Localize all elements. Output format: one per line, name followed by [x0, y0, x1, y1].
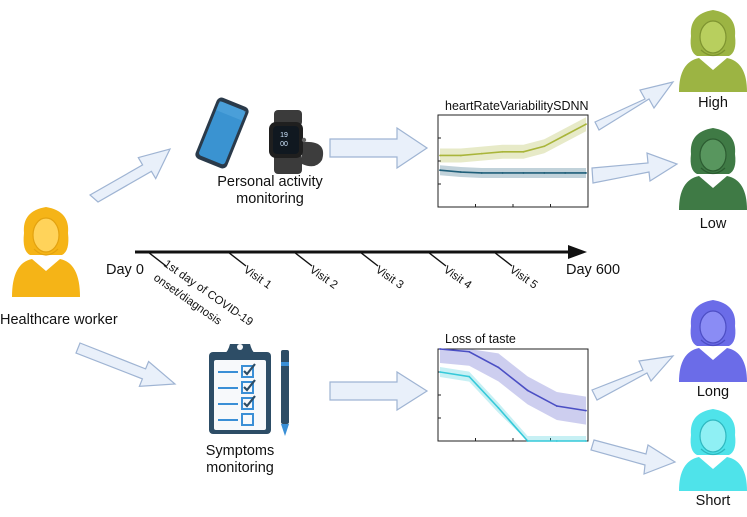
taste-point-1-2: [497, 406, 500, 409]
arrow-to-low: [591, 152, 679, 184]
arrow-to-symptoms: [75, 342, 177, 387]
activity-label-line1: Personal activity: [217, 174, 323, 190]
arrow-activity-to-chart: [329, 126, 429, 170]
arrow-to-short: [590, 439, 677, 475]
symptoms-label-line2: monitoring: [206, 460, 274, 476]
hrv-point-0-0: [439, 154, 441, 157]
taste-point-0-0: [439, 348, 441, 350]
chart-hrv-title: heartRateVariabilitySDNN: [445, 99, 589, 113]
arrow-to-high: [594, 81, 675, 131]
smartphone-icon: [195, 97, 249, 169]
outcome-short-label: Short: [695, 493, 731, 509]
tick-visit-3: [359, 251, 379, 267]
person-icon-low: [679, 128, 747, 210]
chart-taste-frame: [437, 348, 589, 442]
chart-hrv: [437, 114, 589, 208]
hrv-point-1-1: [459, 171, 462, 173]
taste-point-0-2: [497, 366, 500, 369]
outcome-long-label: Long: [696, 384, 730, 400]
taste-point-1-0: [439, 371, 441, 373]
chart-hrv-plot: [439, 117, 587, 178]
person-icon-high: [679, 10, 747, 92]
taste-point-0-1: [468, 350, 471, 353]
chart-hrv-ticks: [437, 114, 589, 208]
hrv-line-1: [439, 169, 586, 174]
hrv-line-0: [440, 123, 587, 157]
hrv-point-1-7: [585, 172, 587, 174]
taste-line-0: [439, 348, 587, 412]
hrv-point-0-3: [501, 150, 504, 153]
hrv-point-1-4: [522, 172, 525, 174]
arrow-symptoms-to-chart: [329, 370, 429, 412]
outcome-low-label: Low: [699, 216, 727, 232]
arrow-to-long: [591, 355, 675, 401]
timeline: [135, 245, 587, 267]
hrv-band-1: [440, 165, 586, 178]
flow-arrows: [75, 81, 679, 475]
activity-label-line2: monitoring: [236, 191, 304, 207]
taste-line-1: [439, 371, 586, 442]
timeline-end-label: Day 600: [566, 262, 621, 278]
pen-icon: [281, 350, 289, 436]
symptoms-label-line1: Symptoms: [205, 443, 275, 459]
taste-band-0: [440, 349, 586, 425]
clipboard-checklist-icon: [209, 344, 271, 434]
hrv-point-1-6: [564, 172, 567, 174]
taste-point-0-3: [526, 389, 529, 392]
hrv-point-1-5: [543, 172, 546, 174]
hrv-point-0-7: [585, 123, 587, 126]
chart-loss-of-taste: [437, 348, 589, 442]
hrv-point-1-3: [501, 172, 504, 174]
taste-point-0-5: [585, 409, 587, 412]
taste-point-1-5: [585, 440, 587, 442]
taste-point-1-4: [555, 440, 558, 442]
timeline-arrowhead: [568, 245, 587, 259]
chart-hrv-frame: [437, 114, 589, 208]
tick-visit-1: [227, 251, 247, 267]
hrv-point-0-6: [564, 134, 567, 137]
hrv-point-1-2: [480, 172, 483, 174]
subject-label: Healthcare worker: [0, 312, 118, 328]
hrv-point-0-4: [522, 150, 525, 153]
tick-visit-4: [427, 251, 447, 267]
smartwatch-icon: [269, 110, 324, 174]
watch-time-line1: 19: [280, 132, 288, 139]
hrv-band-0: [440, 117, 586, 163]
chart-taste-title: Loss of taste: [445, 332, 516, 346]
chart-taste-plot: [439, 348, 587, 442]
hrv-point-0-5: [543, 145, 546, 148]
hrv-point-0-1: [459, 154, 462, 157]
timeline-start-label: Day 0: [106, 262, 144, 278]
arrow-to-activity: [88, 148, 172, 203]
hrv-point-0-2: [480, 152, 483, 155]
taste-point-1-1: [468, 375, 471, 378]
person-icon-long: [679, 300, 747, 382]
tick-onset: [147, 251, 167, 267]
outcome-high-label: High: [698, 95, 728, 111]
tick-visit-2: [293, 251, 313, 267]
watch-time-line2: 00: [280, 141, 288, 148]
healthcare-worker-icon: [12, 207, 80, 297]
hrv-point-1-0: [439, 169, 441, 172]
taste-point-0-4: [555, 405, 558, 407]
taste-point-1-3: [526, 440, 529, 442]
person-icon-short: [679, 409, 747, 491]
tick-visit-5: [493, 251, 513, 267]
